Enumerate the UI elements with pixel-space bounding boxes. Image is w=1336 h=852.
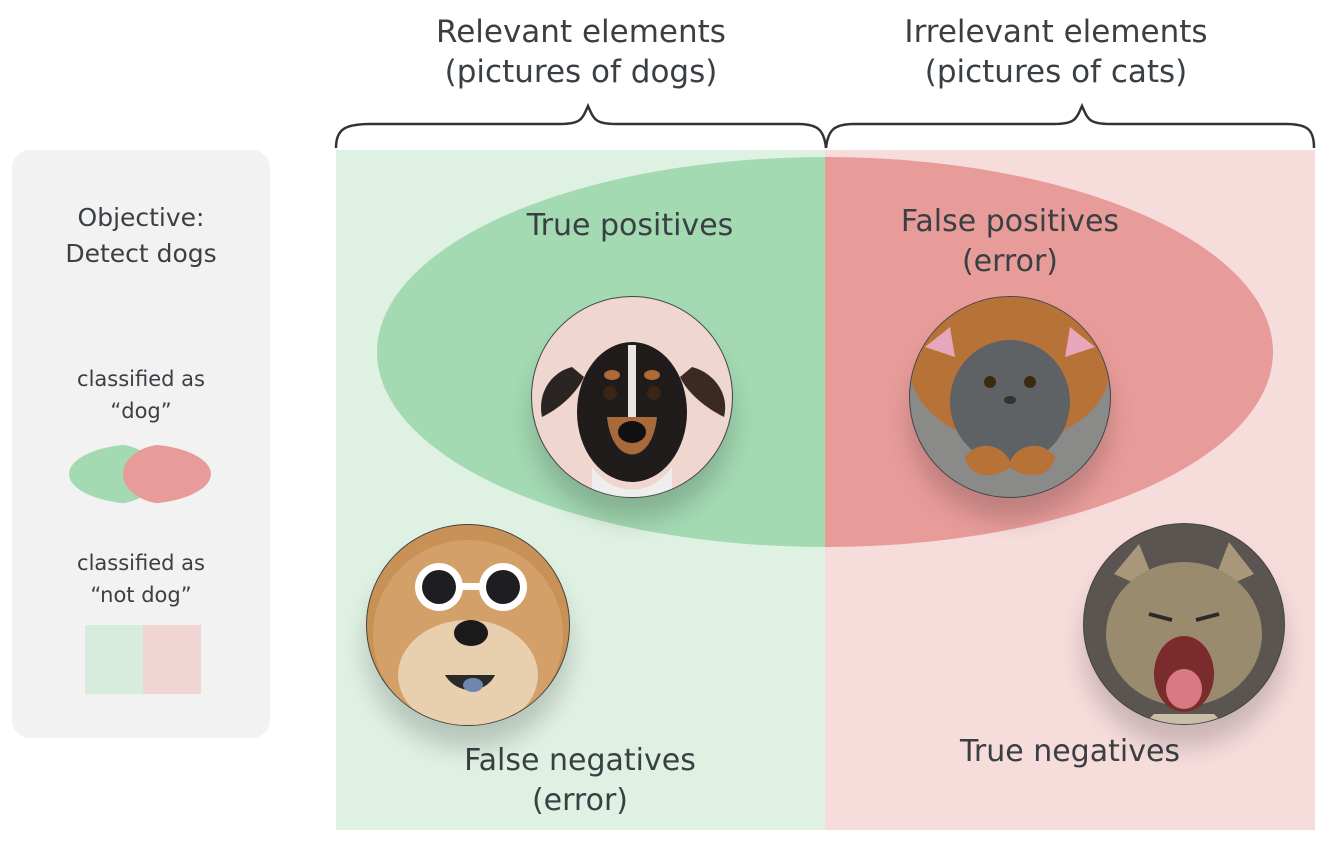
photo-false-negative-dog (366, 524, 570, 726)
legend-label-dog-line1: classified as (77, 367, 205, 391)
legend-title: Objective: Detect dogs (12, 200, 270, 272)
legend-label-dog-line2: “dog” (110, 399, 172, 423)
label-false-negatives: False negatives (error) (390, 741, 770, 821)
label-false-positives-line2: (error) (961, 244, 1059, 279)
yawning-kitten-icon (1084, 524, 1284, 724)
legend-swatch-not-dog-green (85, 625, 143, 694)
dog-terrier-icon (541, 342, 726, 497)
legend-panel: Objective: Detect dogs classified as “do… (12, 150, 270, 738)
legend-label-dog: classified as “dog” (12, 363, 270, 427)
legend-title-line1: Objective: (77, 203, 205, 232)
legend-swatch-dog (69, 444, 211, 504)
legend-label-not-dog-line2: “not dog” (90, 583, 192, 607)
legend-label-not-dog: classified as “not dog” (12, 547, 270, 611)
braces (334, 102, 1316, 149)
photo-true-negative-kitten (1083, 523, 1285, 725)
label-false-negatives-line1: False negatives (464, 743, 696, 778)
header-relevant-line2: (pictures of dogs) (444, 54, 718, 90)
header-irrelevant-line2: (pictures of cats) (924, 54, 1188, 90)
photo-true-positive-dog (531, 296, 733, 498)
legend-swatch-dog-red (123, 444, 211, 504)
header-irrelevant-line1: Irrelevant elements (904, 14, 1208, 50)
header-irrelevant: Irrelevant elements (pictures of cats) (826, 12, 1286, 92)
legend-label-not-dog-line1: classified as (77, 551, 205, 575)
label-false-positives: False positives (error) (820, 202, 1200, 282)
header-relevant: Relevant elements (pictures of dogs) (351, 12, 811, 92)
label-false-negatives-line2: (error) (531, 783, 629, 818)
brace-irrelevant (824, 102, 1316, 149)
cat-in-bear-hat-icon (910, 297, 1110, 476)
legend-swatch-not-dog-red (143, 625, 201, 694)
label-true-negatives-line1: True negatives (959, 734, 1181, 769)
photo-false-positive-cat (909, 296, 1111, 498)
label-false-positives-line1: False positives (900, 204, 1120, 239)
header-relevant-line1: Relevant elements (436, 14, 726, 50)
legend-title-line2: Detect dogs (65, 239, 217, 268)
label-true-negatives: True negatives (880, 732, 1260, 772)
label-true-positives: True positives (440, 206, 820, 246)
dog-with-sunglasses-icon (373, 540, 563, 725)
label-true-positives-line1: True positives (526, 208, 734, 243)
brace-relevant (334, 102, 828, 149)
